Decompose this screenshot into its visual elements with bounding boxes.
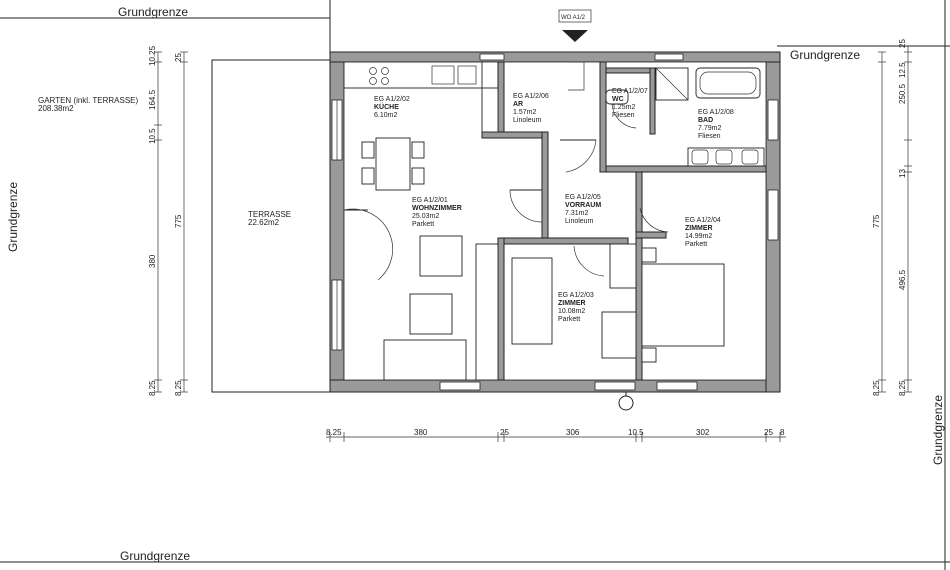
dining-table	[361, 137, 425, 191]
terrace-area: 22.62m2	[248, 218, 280, 227]
dimension-chain-bottom: 8.25 380 25 306 10.5 302 25 8	[326, 428, 786, 442]
interior-walls	[481, 61, 767, 381]
room-label-bad: EG A1/2/08 BAD 7.79m2 Fliesen	[698, 109, 734, 140]
dimension-chain-right-outer: 25 250.5 12.5 13 496.5 8.25	[898, 39, 912, 396]
svg-text:302: 302	[696, 428, 710, 437]
svg-text:EG A1/2/02: EG A1/2/02	[374, 96, 410, 103]
boundary-label-left: Grundgrenze	[6, 182, 20, 252]
svg-text:14.99m2: 14.99m2	[685, 233, 712, 240]
svg-text:Parkett: Parkett	[412, 221, 434, 228]
svg-text:KÜCHE: KÜCHE	[374, 102, 399, 111]
dimension-chain-left-inner: 25 775 8.25	[174, 51, 188, 396]
svg-text:Parkett: Parkett	[558, 316, 580, 323]
svg-text:1.57m2: 1.57m2	[513, 109, 536, 116]
kitchen-fixtures	[343, 61, 499, 133]
svg-text:EG A1/2/05: EG A1/2/05	[565, 194, 601, 201]
svg-text:7.31m2: 7.31m2	[565, 210, 588, 217]
svg-text:WOHNZIMMER: WOHNZIMMER	[412, 205, 462, 212]
dimension-chain-right-inner: 775 8.25	[872, 51, 886, 396]
bedroom-furniture	[511, 243, 725, 363]
terrace-label: TERRASSE	[248, 210, 291, 219]
svg-text:BAD: BAD	[698, 117, 713, 124]
svg-text:25.03m2: 25.03m2	[412, 213, 439, 220]
svg-text:EG A1/2/01: EG A1/2/01	[412, 197, 448, 204]
svg-text:VORRAUM: VORRAUM	[565, 202, 601, 209]
dimension-chain-left-outer: 10.25 164.5 10.5 380 8.25	[148, 45, 162, 396]
room-label-ar: EG A1/2/06 AR 1.57m2 Linoleum	[513, 93, 549, 124]
svg-text:10.5: 10.5	[148, 128, 157, 144]
svg-text:775: 775	[174, 214, 183, 228]
svg-text:Linoleum: Linoleum	[565, 218, 594, 225]
svg-text:8.25: 8.25	[174, 380, 183, 396]
svg-text:380: 380	[148, 254, 157, 268]
windows	[331, 53, 779, 391]
door-swings	[343, 61, 669, 411]
boundary-label-bottom: Grundgrenze	[120, 549, 190, 563]
svg-text:EG A1/2/04: EG A1/2/04	[685, 217, 721, 224]
svg-text:6.10m2: 6.10m2	[374, 112, 397, 119]
svg-text:8.25: 8.25	[872, 380, 881, 396]
room-label-wc: EG A1/2/07 WC 1.25m2 Fliesen	[612, 88, 648, 119]
svg-text:ZIMMER: ZIMMER	[558, 300, 586, 307]
entrance-marker: WO A1/2	[558, 9, 592, 42]
svg-text:25: 25	[764, 428, 773, 437]
svg-text:25: 25	[174, 53, 183, 62]
svg-text:Fliesen: Fliesen	[698, 133, 721, 140]
svg-text:775: 775	[872, 214, 881, 228]
svg-text:EG A1/2/07: EG A1/2/07	[612, 88, 648, 95]
svg-text:EG A1/2/06: EG A1/2/06	[513, 93, 549, 100]
svg-text:AR: AR	[513, 101, 523, 108]
svg-text:10.08m2: 10.08m2	[558, 308, 585, 315]
svg-text:WO A1/2: WO A1/2	[561, 15, 586, 21]
garden-area: 208.38m2	[38, 104, 74, 113]
room-label-zimmer-03: EG A1/2/03 ZIMMER 10.08m2 Parkett	[558, 292, 594, 323]
svg-text:12.5: 12.5	[898, 62, 907, 78]
svg-text:8.25: 8.25	[898, 380, 907, 396]
svg-text:EG A1/2/03: EG A1/2/03	[558, 292, 594, 299]
svg-text:1.25m2: 1.25m2	[612, 104, 635, 111]
room-label-kueche: EG A1/2/02 KÜCHE 6.10m2	[374, 96, 410, 119]
boundary-label-right: Grundgrenze	[790, 48, 860, 62]
svg-text:8.25: 8.25	[148, 380, 157, 396]
svg-text:Fliesen: Fliesen	[612, 112, 635, 119]
svg-text:380: 380	[414, 428, 428, 437]
svg-text:306: 306	[566, 428, 580, 437]
svg-text:7.79m2: 7.79m2	[698, 125, 721, 132]
garden-label: GARTEN (inkl. TERRASSE)	[38, 96, 139, 105]
svg-text:8.25: 8.25	[326, 428, 342, 437]
svg-text:13: 13	[898, 169, 907, 178]
bathroom-fixtures	[605, 67, 765, 167]
living-furniture	[383, 235, 499, 381]
svg-text:ZIMMER: ZIMMER	[685, 225, 713, 232]
svg-text:250.5: 250.5	[898, 83, 907, 104]
svg-text:8: 8	[780, 428, 785, 437]
boundary-label-top: Grundgrenze	[118, 5, 188, 19]
room-label-vorraum: EG A1/2/05 VORRAUM 7.31m2 Linoleum	[565, 194, 601, 225]
svg-text:10.5: 10.5	[628, 428, 644, 437]
svg-text:EG A1/2/08: EG A1/2/08	[698, 109, 734, 116]
svg-text:164.5: 164.5	[148, 89, 157, 110]
room-label-wohnzimmer: EG A1/2/01 WOHNZIMMER 25.03m2 Parkett	[412, 197, 462, 228]
svg-text:Linoleum: Linoleum	[513, 117, 542, 124]
boundary-label-right-vertical: Grundgrenze	[931, 395, 945, 465]
room-label-zimmer-04: EG A1/2/04 ZIMMER 14.99m2 Parkett	[685, 217, 721, 248]
svg-text:WC: WC	[612, 96, 624, 103]
svg-text:Parkett: Parkett	[685, 241, 707, 248]
svg-text:10.25: 10.25	[148, 45, 157, 66]
svg-text:496.5: 496.5	[898, 269, 907, 290]
svg-text:25: 25	[898, 39, 907, 48]
svg-text:25: 25	[500, 428, 509, 437]
